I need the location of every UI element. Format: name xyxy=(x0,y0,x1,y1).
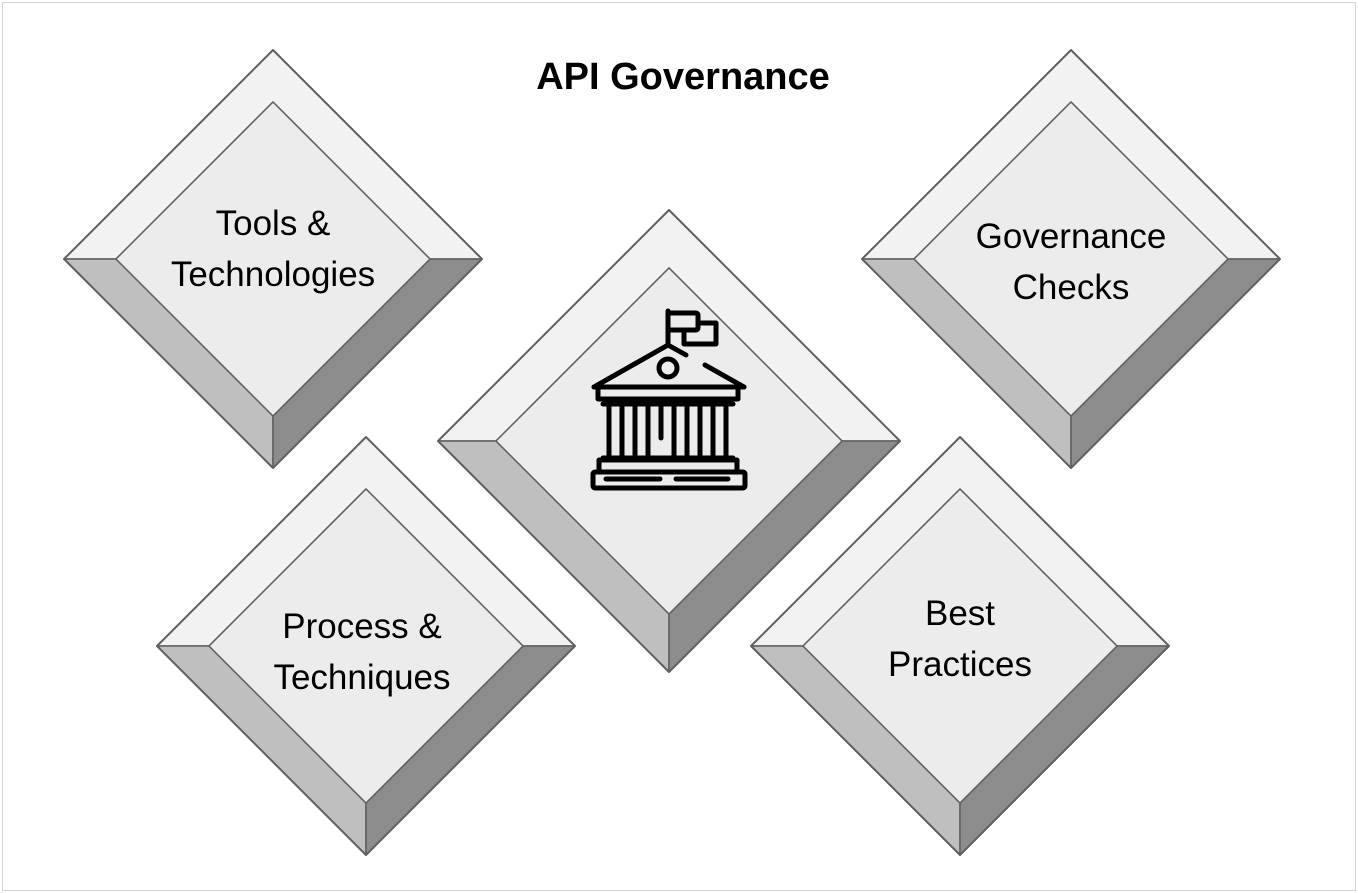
node-label-line: Checks xyxy=(1013,268,1130,307)
node-label-line: Techniques xyxy=(273,658,450,697)
diamond-face xyxy=(208,488,524,804)
diamond-center xyxy=(437,209,901,673)
diamond-outline xyxy=(63,49,483,469)
diamond-face xyxy=(495,267,843,615)
node-label-line: Best xyxy=(925,594,995,633)
node-label-line: Process & xyxy=(282,607,442,646)
diamond-outline xyxy=(437,209,901,673)
node-label-line: Tools & xyxy=(216,204,331,243)
diamond-tools-technologies: Tools & Technologies xyxy=(63,49,483,469)
node-label-line: Technologies xyxy=(171,255,375,294)
diamond-face xyxy=(802,488,1118,804)
diamond-outline xyxy=(750,436,1170,856)
diamond-process-techniques: Process & Techniques xyxy=(156,436,576,856)
node-label-line: Practices xyxy=(888,645,1032,684)
diamond-face xyxy=(913,101,1229,417)
diamond-outline xyxy=(861,49,1281,469)
government-building-icon xyxy=(590,308,748,491)
node-label-line: Governance xyxy=(976,217,1167,256)
diamond-governance-checks: Governance Checks xyxy=(861,49,1281,469)
diamond-face xyxy=(115,101,431,417)
diamond-outline xyxy=(156,436,576,856)
diamond-best-practices: Best Practices xyxy=(750,436,1170,856)
diagram-title: API Governance xyxy=(536,56,830,98)
